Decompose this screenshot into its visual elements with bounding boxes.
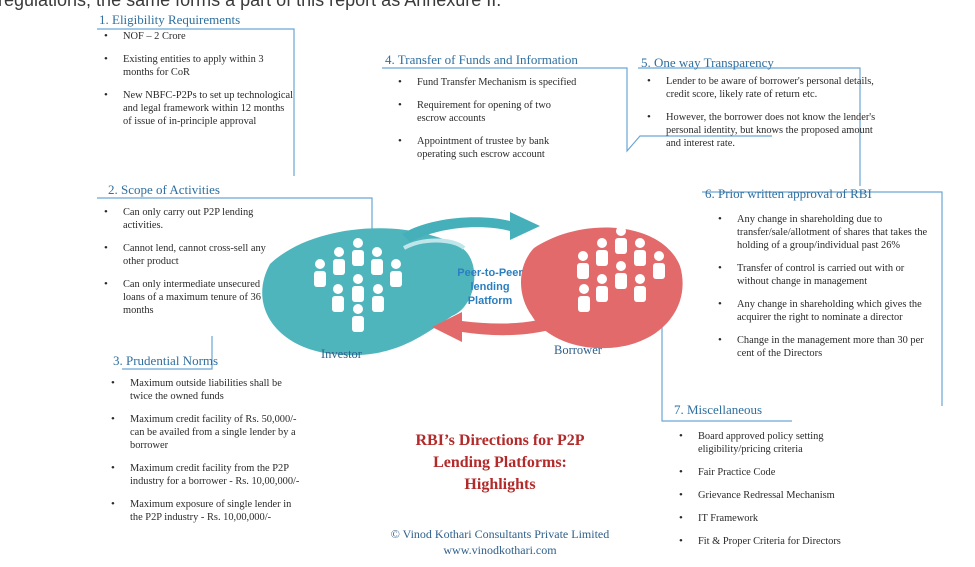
- line-prudential: [122, 336, 213, 370]
- headline-line1: RBI’s Directions for P2P: [415, 432, 585, 449]
- list-item: New NBFC-P2Ps to set up technological an…: [104, 89, 293, 128]
- list-item: Maximum outside liabilities shall be twi…: [111, 377, 302, 403]
- credit-link[interactable]: www.vinodkothari.com: [443, 543, 557, 557]
- platform-label-line2: Platform: [467, 295, 513, 307]
- list-item: Can only intermediate unsecured loans of…: [104, 278, 273, 317]
- section-title: 1. Eligibility Requirements: [99, 12, 241, 27]
- investor-group-icon: [314, 238, 402, 332]
- list-item: Appointment of trustee by bank operating…: [398, 135, 582, 161]
- list-item: Board approved policy setting eligibilit…: [679, 430, 888, 456]
- arrow-left-icon: [432, 312, 572, 342]
- list-item: Fund Transfer Mechanism is specified: [398, 76, 582, 89]
- list-item: Maximum exposure of single lender in the…: [111, 498, 302, 524]
- background-document-text: regulations, the same forms a part of th…: [0, 0, 502, 10]
- list-item: Requirement for opening of two escrow ac…: [398, 99, 582, 125]
- list-item: Fit & Proper Criteria for Directors: [679, 535, 888, 548]
- headline-line2: Lending Platforms:: [433, 454, 567, 471]
- section-title: 3. Prudential Norms: [113, 353, 219, 368]
- platform-label: Peer-to-Peer lending Platform: [440, 266, 540, 308]
- credit-line1: © Vinod Kothari Consultants Private Limi…: [390, 527, 610, 541]
- line-misc: [661, 308, 792, 422]
- line-approval: [702, 191, 943, 406]
- list-item: Existing entities to apply within 3 mont…: [104, 53, 293, 79]
- list-item: Maximum credit facility of Rs. 50,000/- …: [111, 413, 302, 452]
- list-item: Fair Practice Code: [679, 466, 888, 479]
- line-eligibility: [97, 28, 295, 176]
- list-item: NOF – 2 Crore: [104, 30, 293, 43]
- borrower-group-icon: [577, 226, 665, 312]
- investor-shape: [262, 228, 475, 356]
- investor-shape-highlight: [403, 238, 466, 250]
- infographic: 1. Eligibility Requirements NOF – 2 Cror…: [12, 12, 963, 567]
- list-item: Grievance Redressal Mechanism: [679, 489, 888, 502]
- arrow-right-icon: [402, 212, 540, 242]
- list-item: Can only carry out P2P lending activitie…: [104, 206, 273, 232]
- headline: RBI’s Directions for P2P Lending Platfor…: [380, 430, 620, 496]
- list-item: Maximum credit facility from the P2P ind…: [111, 462, 302, 488]
- investor-label: Investor: [321, 347, 362, 361]
- list-item: Lender to be aware of borrower's persona…: [647, 75, 881, 101]
- section-title: 5. One way Transparency: [641, 55, 774, 70]
- list-item: However, the borrower does not know the …: [647, 111, 881, 150]
- list-item: Any change in shareholding which gives t…: [718, 298, 937, 324]
- list-item: Cannot lend, cannot cross-sell any other…: [104, 242, 273, 268]
- list-item: Transfer of control is carried out with …: [718, 262, 937, 288]
- section-title: 7. Miscellaneous: [674, 402, 763, 417]
- headline-line3: Highlights: [464, 476, 536, 493]
- borrower-label: Borrower: [554, 343, 602, 357]
- credit: © Vinod Kothari Consultants Private Limi…: [360, 526, 640, 558]
- list-item: Any change in shareholding due to transf…: [718, 213, 937, 252]
- section-title: 2. Scope of Activities: [108, 182, 220, 197]
- list-item: Change in the management more than 30 pe…: [718, 334, 937, 360]
- list-item: IT Framework: [679, 512, 888, 525]
- section-title: 4. Transfer of Funds and Information: [385, 52, 578, 67]
- platform-label-line1: Peer-to-Peer lending: [457, 267, 523, 293]
- section-title: 6. Prior written approval of RBI: [705, 186, 872, 201]
